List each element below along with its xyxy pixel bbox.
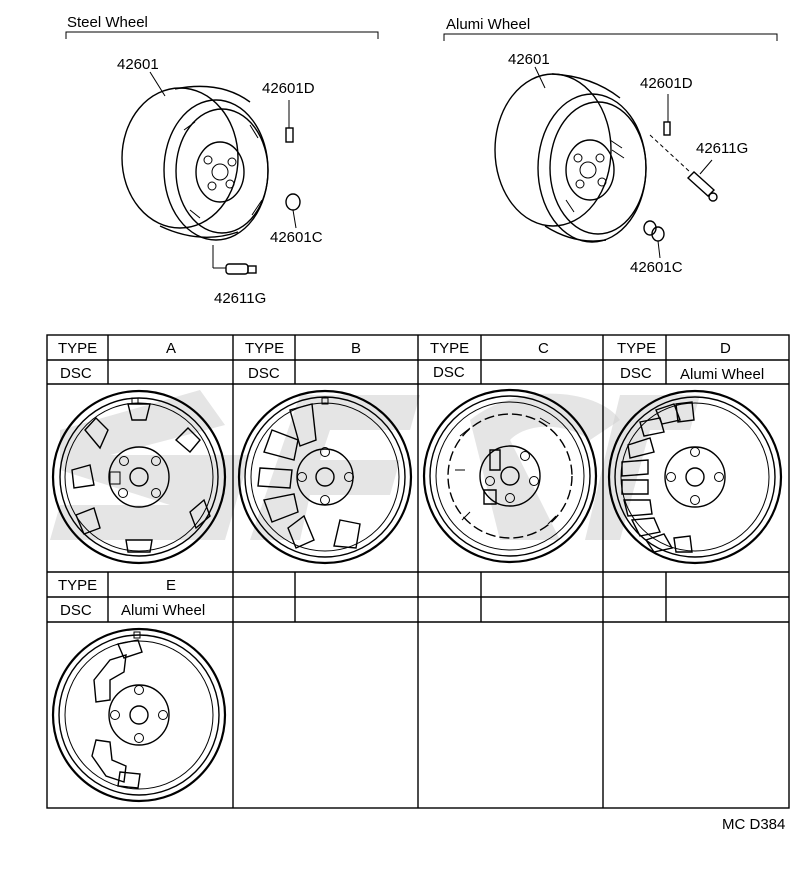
dsc-label-c: DSC <box>433 364 465 381</box>
wheel-type-e-drawing <box>51 627 227 803</box>
type-value-b: B <box>351 340 361 357</box>
steel-bracket <box>65 31 379 39</box>
type-value-e: E <box>166 577 176 594</box>
alumi-wheel-drawing <box>494 73 647 243</box>
steel-wheel-group: Steel Wheel 42601 42601D 42601C <box>65 14 379 307</box>
type-label-c: TYPE <box>430 340 469 357</box>
wheel-type-b-drawing <box>237 389 413 565</box>
wheel-type-d-drawing <box>607 389 783 565</box>
type-label-b: TYPE <box>245 340 284 357</box>
steel-rim-label: 42601 <box>117 56 159 73</box>
type-value-a: A <box>166 340 176 357</box>
wheel-type-table: TYPE A DSC TYPE B DSC TYPE C DSC TYPE D … <box>46 334 790 809</box>
wheel-type-c-drawing <box>422 388 598 564</box>
type-label-e: TYPE <box>58 577 97 594</box>
wheel-type-a-drawing <box>51 389 227 565</box>
alumi-wheel-group: Alumi Wheel 42601 42601D <box>443 16 778 276</box>
dsc-label-d: DSC <box>620 365 652 382</box>
steel-wheel-heading: Steel Wheel <box>67 14 148 31</box>
alumi-rim-label: 42601 <box>508 51 550 68</box>
diagram-code: MC D384 <box>722 816 785 833</box>
steel-valve-drawing <box>212 245 257 275</box>
alumi-cap-drawing <box>663 94 671 136</box>
alumi-cap-label: 42601D <box>640 75 693 92</box>
dsc-value-e: Alumi Wheel <box>121 602 205 619</box>
steel-nut-drawing <box>285 193 301 229</box>
alumi-nut-label: 42601C <box>630 259 683 276</box>
steel-nut-label: 42601C <box>270 229 323 246</box>
steel-cap-label: 42601D <box>262 80 315 97</box>
dsc-label-b: DSC <box>248 365 280 382</box>
steel-wheel-drawing <box>121 85 269 241</box>
type-label-d: TYPE <box>617 340 656 357</box>
type-label-a: TYPE <box>58 340 97 357</box>
alumi-valve-label: 42611G <box>696 140 748 157</box>
dsc-value-d: Alumi Wheel <box>680 366 764 383</box>
alumi-bracket <box>443 33 778 41</box>
alumi-valve-drawing <box>649 134 718 202</box>
alumi-wheel-heading: Alumi Wheel <box>446 16 530 33</box>
alumi-nut-drawing <box>643 220 665 259</box>
dsc-label-e: DSC <box>60 602 92 619</box>
steel-valve-label: 42611G <box>214 290 266 307</box>
type-value-d: D <box>720 340 731 357</box>
type-value-c: C <box>538 340 549 357</box>
dsc-label-a: DSC <box>60 365 92 382</box>
steel-cap-drawing <box>285 100 294 143</box>
